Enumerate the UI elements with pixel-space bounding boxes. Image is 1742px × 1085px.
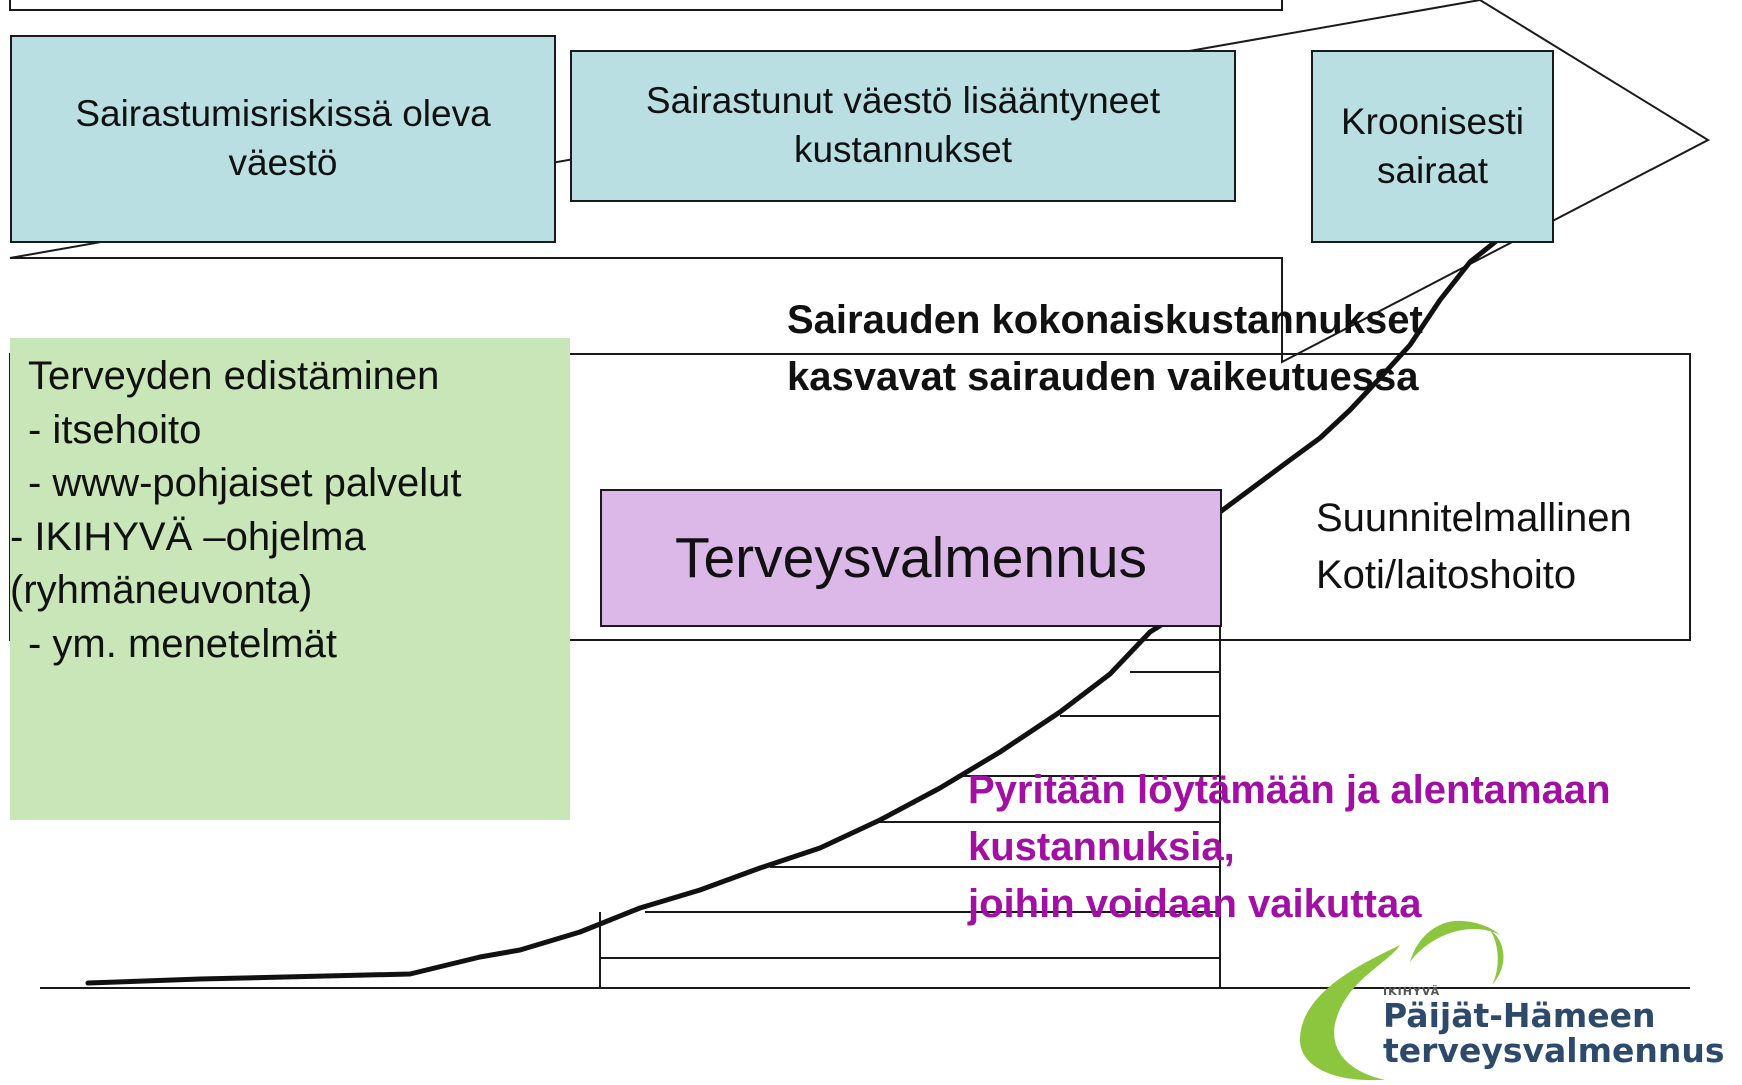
logo-line-1: Päijät-Hämeen (1383, 996, 1656, 1035)
goal-line-3: joihin voidaan vaikuttaa (968, 881, 1422, 926)
logo-leaf-icon (1300, 920, 1504, 1080)
stage-risk-box: Sairastumisriskissä oleva väestö (10, 35, 556, 243)
care-text: Suunnitelmallinen Koti/laitoshoito (1316, 490, 1742, 604)
total-cost-label: Sairauden kokonaiskustannukset kasvavat … (787, 298, 1423, 399)
logo-line-2: terveysvalmennus (1383, 1030, 1725, 1070)
promotion-item: - itsehoito (28, 407, 202, 452)
logo-small-text: IKIHYVÄ (1383, 985, 1441, 998)
health-promotion-text: Terveyden edistäminen - itsehoito - www-… (10, 350, 568, 672)
promotion-item: - ym. menetelmät (28, 621, 337, 666)
coaching-label: Terveysvalmennus (674, 526, 1148, 590)
promotion-item: - IKIHYVÄ –ohjelma (ryhmäneuvonta) (10, 514, 366, 613)
progression-arrow (9, 0, 1283, 11)
cost-curve (85, 235, 1503, 986)
stage-chronic-box: Kroonisesti sairaat (1311, 50, 1554, 243)
stage-chronic-label: Kroonisesti sairaat (1340, 100, 1525, 191)
cost-hatching (599, 625, 1221, 988)
goal-text: Pyritään löytämään ja alentamaan kustann… (968, 762, 1742, 932)
health-promotion-title: Terveyden edistäminen (28, 354, 440, 398)
promotion-item: - www-pohjaiset palvelut (28, 461, 462, 506)
goal-line-1: Pyritään löytämään ja alentamaan (968, 768, 1611, 812)
stage-sick-label: Sairastunut väestö lisääntyneet kustannu… (645, 80, 1161, 170)
health-promotion-panel (10, 338, 570, 820)
stage-sick-box: Sairastunut väestö lisääntyneet kustannu… (570, 50, 1236, 202)
goal-line-2: kustannuksia, (968, 824, 1235, 869)
stage-risk-label: Sairastumisriskissä oleva väestö (75, 93, 491, 183)
care-line-2: Koti/laitoshoito (1316, 552, 1577, 597)
coaching-box: Terveysvalmennus (600, 489, 1222, 627)
logo: IKIHYVÄ Päijät-Hämeen terveysvalmennus (1383, 985, 1725, 1070)
care-line-1: Suunnitelmallinen (1316, 496, 1632, 540)
